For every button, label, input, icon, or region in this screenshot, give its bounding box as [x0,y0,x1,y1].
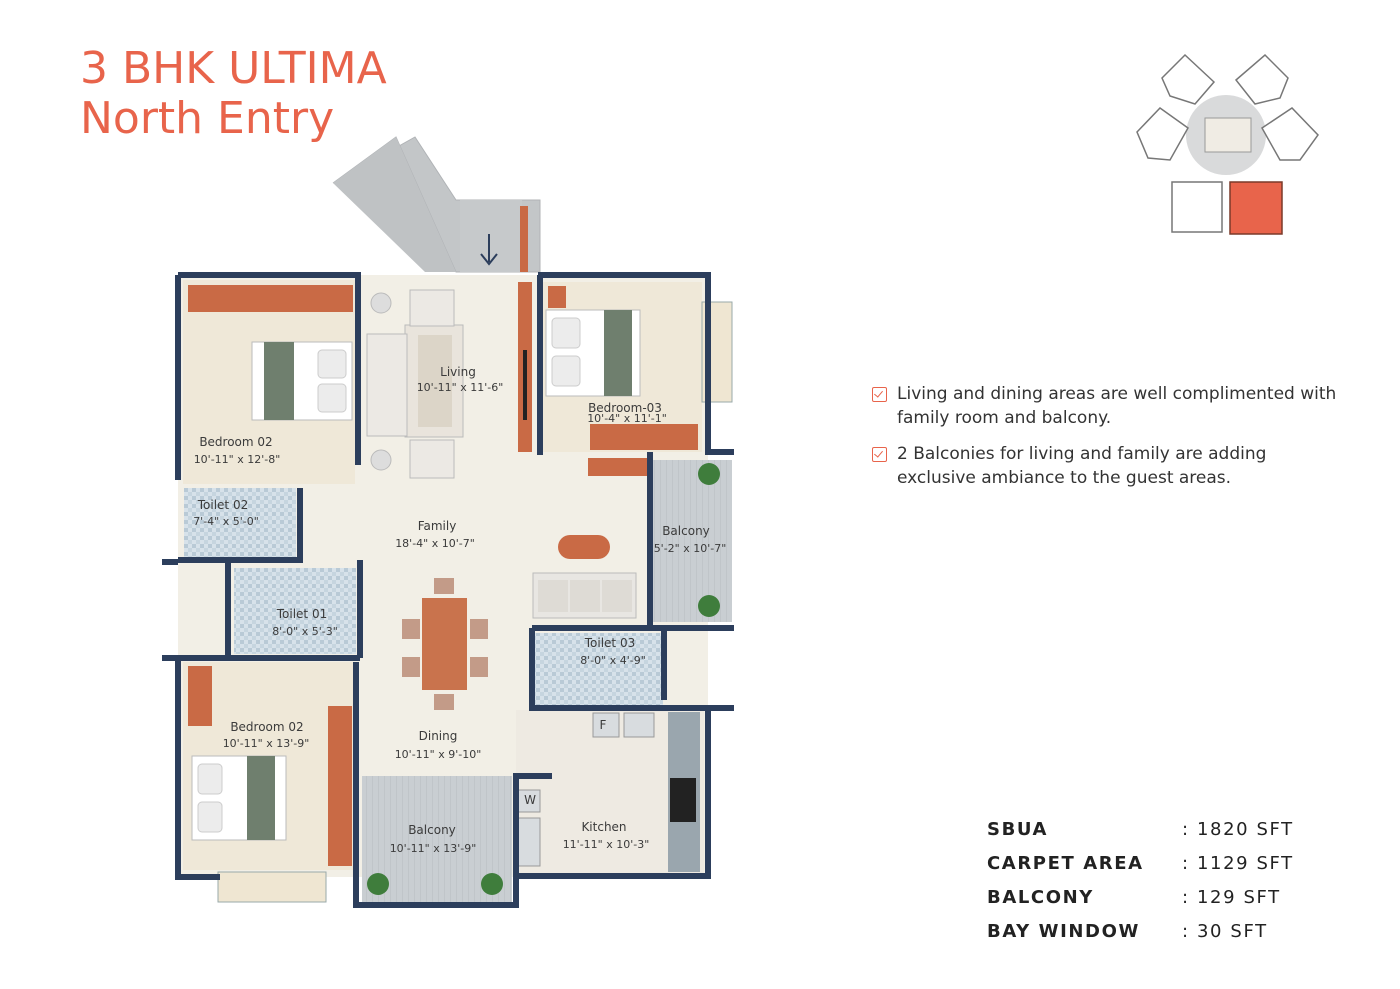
room-dims: 10'-11" x 11'-6" [417,381,504,394]
room-name: Dining [419,729,458,743]
room-name: Balcony [662,524,710,538]
area-label: BAY WINDOW [987,920,1140,942]
title-line-1: 3 BHK ULTIMA [80,43,387,94]
bed-icon [191,755,287,841]
entry-ramp [333,137,456,272]
feature-list: Living and dining areas are well complim… [872,382,1342,502]
feature-text: 2 Balconies for living and family are ad… [897,444,1267,488]
room-dims: 10'-11" x 9'-10" [395,748,482,761]
room-labels: Living 10'-11" x 11'-6" Bedroom-03 10'-4… [193,365,726,855]
area-value: : 30 SFT [1182,920,1268,942]
bed-icon [251,341,353,421]
room-dims: 11'-11" x 10'-3" [563,838,650,851]
room-name: Kitchen [581,820,626,834]
plant-icon [367,873,389,895]
room-name: Toilet 02 [197,498,248,512]
dining-table [402,578,488,710]
area-row: CARPET AREA : 1129 SFT [987,846,1294,880]
area-value: : 1129 SFT [1182,852,1294,874]
room-name: Family [418,519,457,533]
plant-icon [481,873,503,895]
area-value: : 1820 SFT [1182,818,1294,840]
washer-label: W [524,793,536,807]
area-label: BALCONY [987,886,1094,908]
area-row: BALCONY : 129 SFT [987,880,1294,914]
area-table: SBUA : 1820 SFT CARPET AREA : 1129 SFT B… [987,812,1294,948]
room-name: Toilet 01 [276,607,327,621]
room-dims: 10'-4" x 11'-1" [587,412,667,425]
area-label: SBUA [987,818,1049,840]
page-title: 3 BHK ULTIMA North Entry [80,44,387,144]
room-dims: 8'-0" x 4'-9" [580,654,646,667]
room-dims: 18'-4" x 10'-7" [395,537,475,550]
room-dims: 10'-11" x 13'-9" [390,842,477,855]
room-dims: 5'-2" x 10'-7" [654,542,727,555]
plant-icon [698,463,720,485]
feature-item: 2 Balconies for living and family are ad… [872,442,1342,490]
area-row: SBUA : 1820 SFT [987,812,1294,846]
room-dims: 10'-11" x 12'-8" [194,453,281,466]
room-dims: 10'-11" x 13'-9" [223,737,310,750]
area-value: : 129 SFT [1182,886,1281,908]
room-dims: 8'-0" x 5'-3" [272,625,338,638]
highlighted-unit [1229,181,1283,235]
fridge-label: F [600,718,607,732]
room-name: Living [440,365,476,379]
room-dims: 7'-4" x 5'-0" [193,515,259,528]
bed-icon [545,309,641,397]
ottoman [558,535,610,559]
checkbox-icon [872,447,887,462]
area-label: CARPET AREA [987,852,1144,874]
room-name: Bedroom 02 [230,720,303,734]
area-row: BAY WINDOW : 30 SFT [987,914,1294,948]
room-name: Bedroom-03 [588,401,662,415]
walls [162,272,734,908]
checkbox-icon [872,387,887,402]
stove-icon [670,778,696,822]
feature-text: Living and dining areas are well complim… [897,384,1337,428]
living-sofa-set [366,289,464,479]
family-sofa [532,572,637,619]
entry-arrow-icon [480,234,498,266]
room-name: Balcony [408,823,456,837]
feature-item: Living and dining areas are well complim… [872,382,1342,430]
plant-icon [698,595,720,617]
room-name: Bedroom 02 [199,435,272,449]
title-line-2: North Entry [80,93,335,144]
room-name: Toilet 03 [584,636,635,650]
key-plan [1136,53,1319,235]
